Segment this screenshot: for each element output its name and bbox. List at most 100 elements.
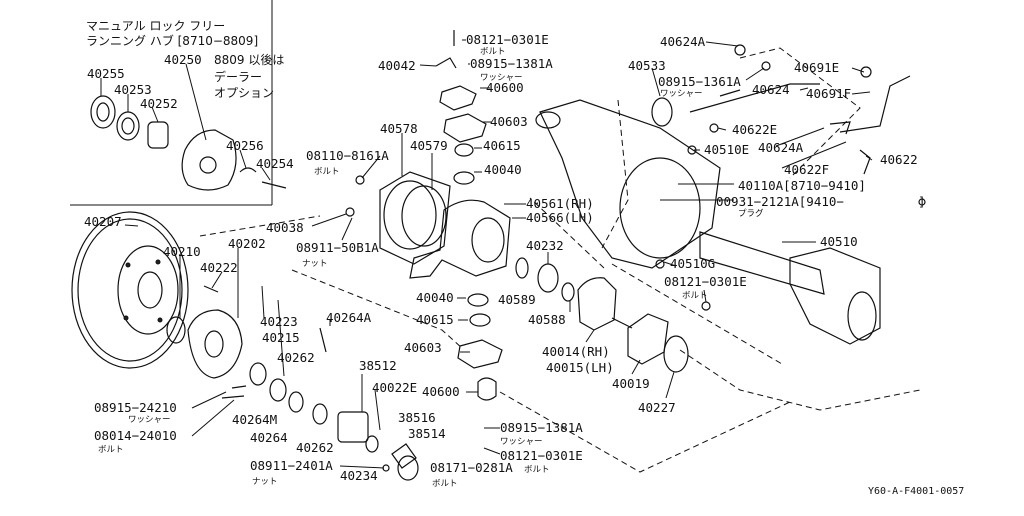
part-label: 40622F [784, 162, 829, 177]
part-40207 [71, 211, 189, 369]
part-label: 08121−0301E [664, 274, 747, 289]
part-40510-end [789, 247, 881, 345]
part-label: 40510 [820, 234, 858, 249]
part-label: 40262 [277, 350, 315, 365]
part-label: 40232 [526, 238, 564, 253]
part-40588 [561, 282, 575, 302]
part-40624A [734, 44, 746, 56]
part-40624A-b [829, 121, 851, 135]
part-label-sub: ボルト [480, 47, 506, 57]
part-40215 [249, 362, 267, 386]
part-label: 40561(RH) [526, 196, 594, 211]
part-label: 40040 [484, 162, 522, 177]
part-label: 40510E [704, 142, 749, 157]
part-label: 00931−2121A[9410− [716, 194, 844, 209]
part-label: ] [918, 194, 926, 209]
part-label: 40264A [326, 310, 372, 325]
part-40561 [409, 199, 511, 279]
part-label: 40234 [340, 468, 378, 483]
part-label: 40250 [164, 52, 202, 67]
part-label-sub: ボルト [314, 167, 340, 177]
part-label: 40215 [262, 330, 300, 345]
part-label: 08121−0301E [466, 32, 549, 47]
part-label: 40222 [200, 260, 238, 275]
part-label: 40022E [372, 380, 417, 395]
part-40579 [401, 185, 447, 247]
part-label: 40622 [880, 152, 918, 167]
part-38512 [337, 411, 369, 443]
part-label: 40040 [416, 290, 454, 305]
part-40600-lower [477, 377, 497, 401]
part-label: 38514 [408, 426, 446, 441]
part-40600 [439, 85, 477, 111]
part-label: 40622E [732, 122, 777, 137]
part-label-sub: ボルト [524, 465, 550, 475]
part-label: 40042 [378, 58, 416, 73]
part-label-sub: ワッシャー [660, 89, 703, 99]
part-label: 40588 [528, 312, 566, 327]
part-40253 [116, 111, 140, 141]
inset-note-1: 8809 以後は [214, 53, 284, 67]
part-40264 [288, 391, 304, 413]
part-label: 40207 [84, 214, 122, 229]
part-label: 08171−0281A [430, 460, 513, 475]
part-label: 40256 [226, 138, 264, 153]
part-label: 40566(LH) [526, 210, 594, 225]
part-label-sub: ワッシャー [480, 73, 523, 83]
part-40234 [397, 455, 419, 481]
inset-note-3: オプション [214, 86, 274, 100]
part-40232 [537, 263, 559, 293]
part-label: 40578 [380, 121, 418, 136]
part-40264A [319, 327, 327, 353]
part-40042 [435, 57, 457, 69]
part-labels: 4025540250402534025240256402544020740210… [84, 32, 926, 489]
part-label-sub: ワッシャー [500, 437, 543, 447]
inset-title-1: マニュアル ロック フリー [86, 19, 225, 33]
part-label-sub: ワッシャー [128, 415, 171, 425]
inset-note-2: デーラー [214, 69, 262, 84]
part-40202 [187, 309, 243, 379]
part-label-sub: ナット [252, 477, 278, 487]
part-label: 40264M [232, 412, 277, 427]
part-label-sub: ボルト [98, 445, 124, 455]
part-label: 40253 [114, 82, 152, 97]
part-40589 [515, 257, 529, 279]
part-40510G [655, 259, 665, 269]
part-label: 40510G [670, 256, 715, 271]
part-40262 [312, 403, 328, 425]
part-label: 40624A [660, 34, 706, 49]
axle-housing-group [535, 41, 926, 411]
part-label: 40252 [140, 96, 178, 111]
part-label: 08915−24210 [94, 400, 177, 415]
part-label: 40264 [250, 430, 288, 445]
part-label: 40603 [404, 340, 442, 355]
part-40210 [166, 316, 186, 344]
part-label: 08915−1381A [500, 420, 583, 435]
part-label: 40227 [638, 400, 676, 415]
part-40615-lower [469, 313, 491, 327]
part-40264M [269, 378, 287, 402]
part-40038 [345, 207, 355, 217]
part-label: 40015(LH) [546, 360, 614, 375]
part-40603 [443, 113, 487, 143]
part-label: 40615 [416, 312, 454, 327]
part-40227 [663, 335, 689, 373]
part-label: 40262 [296, 440, 334, 455]
part-40222 [203, 285, 219, 293]
part-label: 40254 [256, 156, 294, 171]
part-40250 [181, 129, 237, 191]
part-40622E [709, 123, 719, 133]
inset-title-2: ランニング ハブ [8710−8809] [86, 33, 258, 48]
part-label: 08110−8161A [306, 148, 389, 163]
part-label: 08911−2401A [250, 458, 333, 473]
part-label-sub: ボルト [432, 479, 458, 489]
part-label: 38512 [359, 358, 397, 373]
part-label: 40600 [486, 80, 524, 95]
part-40019 [627, 313, 669, 365]
guide-line [291, 269, 463, 349]
part-40040-lower [467, 293, 489, 307]
part-label: 40624A [758, 140, 804, 155]
part-label: 40603 [490, 114, 528, 129]
reference-code: Y60-A-F4001-0057 [868, 486, 964, 497]
part-40691F [839, 75, 911, 133]
